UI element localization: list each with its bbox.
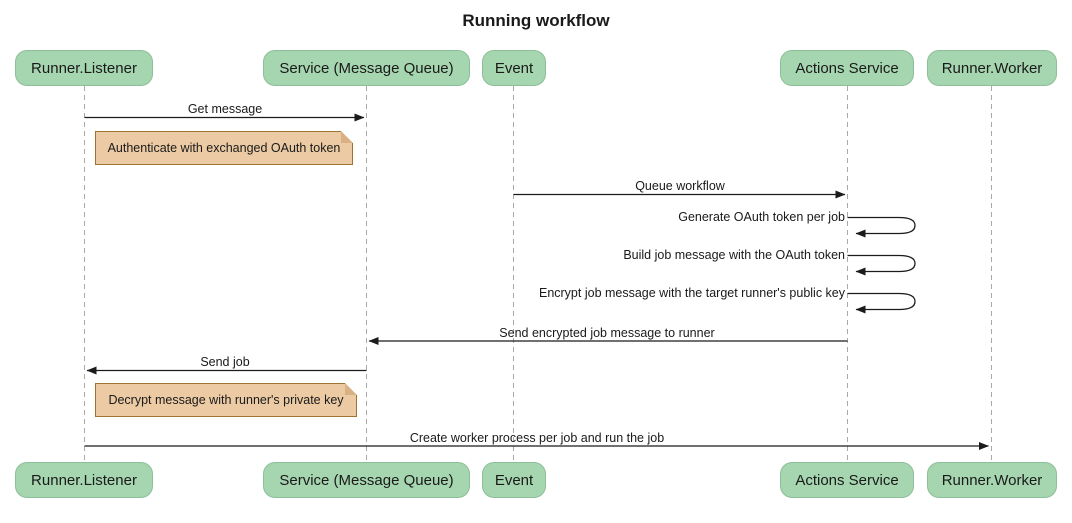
actor-top-service-message-queue: Service (Message Queue) [263, 50, 470, 86]
actor-label: Event [494, 59, 534, 77]
actor-bottom-runner-worker: Runner.Worker [927, 462, 1057, 498]
message-label-generate-oauth-token: Generate OAuth token per job [678, 210, 845, 224]
actor-label: Runner.Worker [941, 471, 1043, 489]
diagram-title: Running workflow [462, 11, 610, 30]
actor-bottom-service-message-queue: Service (Message Queue) [263, 462, 470, 498]
message-label-encrypt-job-message: Encrypt job message with the target runn… [538, 286, 845, 300]
note-authenticate-oauth: Authenticate with exchanged OAuth token [95, 131, 353, 165]
message-label-send-job: Send job [200, 355, 250, 369]
message-label-queue-workflow: Queue workflow [635, 179, 725, 193]
actor-label: Runner.Worker [941, 59, 1043, 77]
actor-top-event: Event [482, 50, 546, 86]
note-label: Decrypt message with runner's private ke… [108, 393, 344, 407]
self-arrow-build-job-message [847, 254, 916, 276]
actor-label: Service (Message Queue) [279, 59, 454, 77]
actor-label: Event [494, 471, 534, 489]
actor-bottom-runner-listener: Runner.Listener [15, 462, 153, 498]
actor-label: Runner.Listener [31, 59, 137, 77]
note-label: Authenticate with exchanged OAuth token [107, 141, 341, 155]
actor-top-runner-listener: Runner.Listener [15, 50, 153, 86]
self-arrow-generate-oauth-token [847, 216, 916, 238]
actor-bottom-actions-service: Actions Service [780, 462, 914, 498]
message-label-create-worker-process: Create worker process per job and run th… [409, 431, 665, 445]
message-label-get-message: Get message [187, 102, 263, 116]
actor-bottom-event: Event [482, 462, 546, 498]
actor-top-runner-worker: Runner.Worker [927, 50, 1057, 86]
message-label-send-encrypted-job-message: Send encrypted job message to runner [499, 326, 715, 340]
actor-label: Runner.Listener [31, 471, 137, 489]
message-label-build-job-message: Build job message with the OAuth token [623, 248, 845, 262]
actor-label: Actions Service [795, 59, 899, 77]
self-arrow-encrypt-job-message [847, 292, 916, 314]
actor-label: Actions Service [795, 471, 899, 489]
actor-label: Service (Message Queue) [279, 471, 454, 489]
actor-top-actions-service: Actions Service [780, 50, 914, 86]
note-decrypt-message: Decrypt message with runner's private ke… [95, 383, 357, 417]
